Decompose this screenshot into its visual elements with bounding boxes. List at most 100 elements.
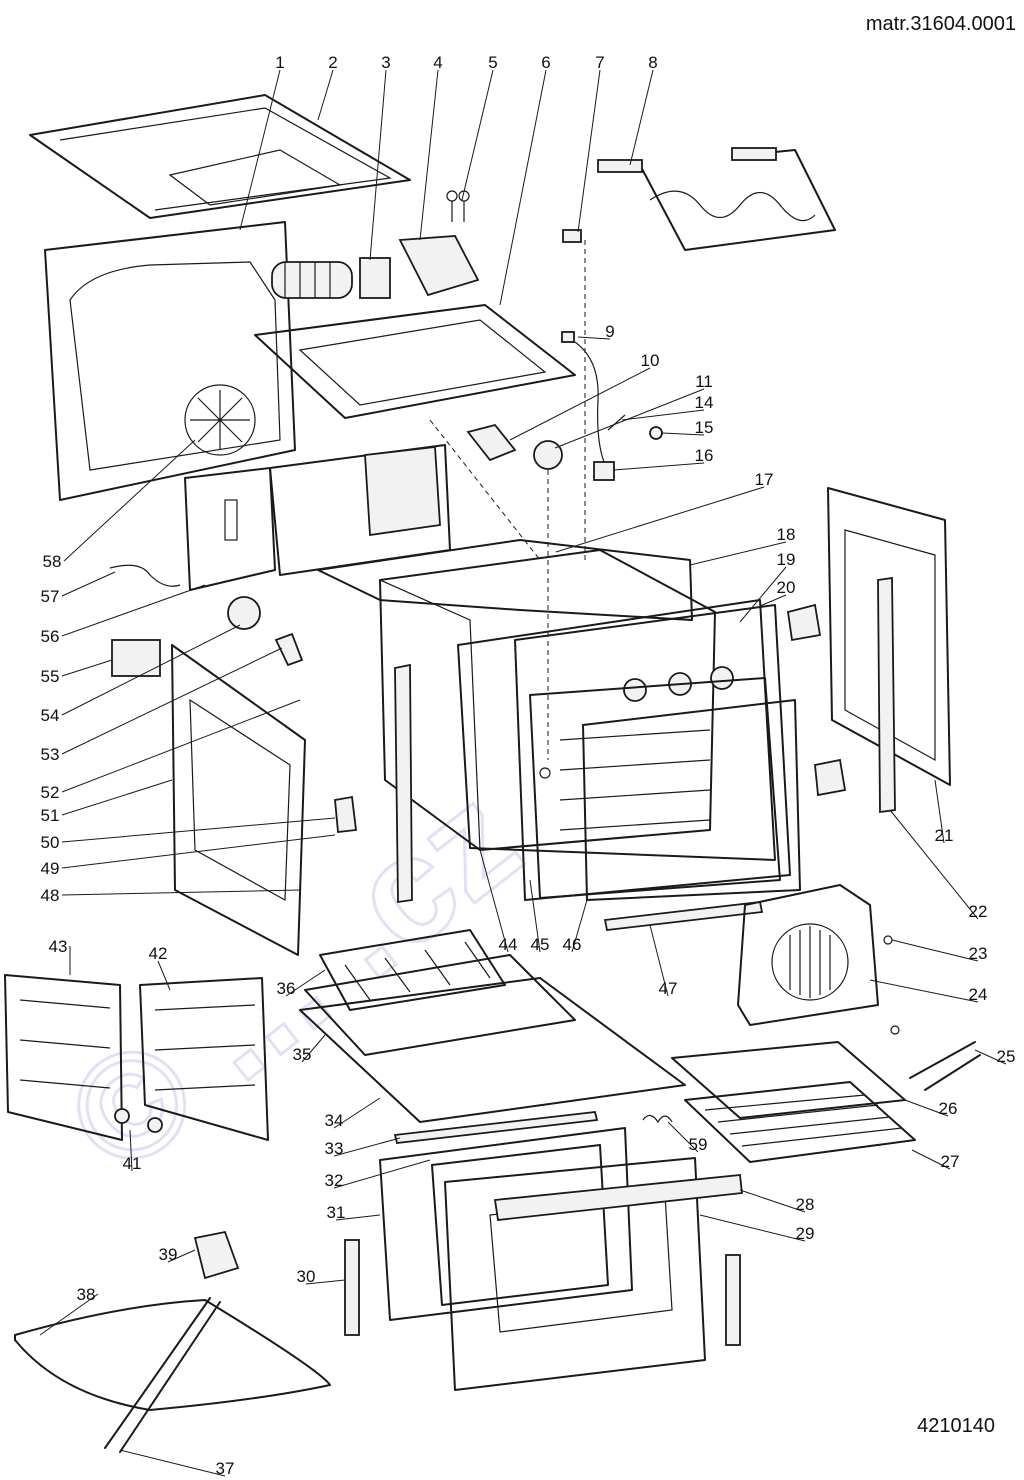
callout-leader-54 [61,624,241,716]
callout-37: 37 [216,1459,235,1478]
callout-leader-41 [129,1129,133,1172]
part-bottom-element-35 [304,954,576,1056]
part-spring-59 [642,1114,673,1124]
part-oven-racks [559,729,711,831]
callout-leader-52 [61,699,301,793]
part-fan-cover [737,884,879,1026]
callout-16: 16 [695,446,714,465]
callout-leader-32 [333,1159,431,1189]
part-bracket-right [786,603,822,642]
part-rail-22 [877,576,896,814]
callout-leader-34 [333,1097,381,1129]
callout-leader-1 [239,69,281,231]
part-side-liner-43 [4,974,123,1141]
callout-46: 46 [563,935,582,954]
callout-54: 54 [41,706,60,725]
callout-leader-6 [499,69,547,306]
callout-leader-4 [419,69,439,241]
callout-leader-42 [157,960,171,991]
callout-56: 56 [41,627,60,646]
callout-4: 4 [433,53,442,72]
part-grid-shelf [684,1081,916,1163]
part-wire-7-9 [574,341,605,463]
callout-leader-39 [167,1249,196,1263]
callout-51: 51 [41,806,60,825]
callout-leader-29 [699,1214,806,1242]
callout-leader-48 [61,889,301,896]
callout-38: 38 [77,1285,96,1304]
part-clip-9 [561,331,575,343]
callout-57: 57 [41,587,60,606]
callout-leader-11 [554,388,705,449]
callout-36: 36 [277,979,296,998]
part-circular-heater-38 [14,1299,331,1411]
part-thermostat-16 [593,461,615,481]
callout-leader-53 [61,647,283,755]
callout-leader-37 [119,1449,226,1477]
footer-code: 4210140 [917,1415,995,1437]
callout-41: 41 [123,1154,142,1173]
callout-leader-35 [301,1034,326,1063]
callout-47: 47 [659,979,678,998]
part-door-29 [444,1157,706,1391]
callout-leader-18 [689,541,787,566]
part-thermostat-39 [193,1230,240,1280]
callout-leader-45 [529,879,541,953]
callout-leader-25 [974,1049,1007,1065]
part-side-liner-42 [139,977,269,1141]
callout-leader-47 [649,924,669,997]
part-foot-41b [147,1117,163,1133]
callout-leader-31 [335,1214,381,1221]
part-screw-23 [883,935,893,945]
part-bracket-right-2 [814,758,847,797]
callout-55: 55 [41,667,60,686]
callout-leader-7 [577,69,601,233]
callout-leader-24 [869,979,979,1003]
callout-52: 52 [41,783,60,802]
callout-leader-8 [629,69,654,166]
part-strip-33 [393,1111,599,1144]
callout-30: 30 [297,1267,316,1286]
callout-7: 7 [595,53,604,72]
part-side-bracket [184,467,276,591]
callout-58: 58 [43,552,62,571]
callout-39: 39 [159,1245,178,1264]
callout-leader-38 [39,1293,99,1336]
part-rod-25 [909,1041,981,1091]
callout-2: 2 [328,53,337,72]
callout-leader-33 [333,1137,401,1157]
part-handle-28 [493,1174,743,1221]
callout-leader-36 [285,969,326,997]
callout-20: 20 [777,578,796,597]
part-rail-44 [394,663,413,904]
callout-35: 35 [293,1045,312,1064]
part-top-cover [29,94,411,219]
callout-25: 25 [997,1047,1016,1066]
callout-42: 42 [149,944,168,963]
callout-leader-22 [889,809,979,920]
callout-leader-20 [759,594,787,607]
part-wire-57 [109,564,181,587]
callout-leader-15 [661,432,705,436]
part-foot-41a [114,1108,130,1124]
part-hinge-30-right [725,1254,741,1346]
callout-11: 11 [695,372,713,391]
callout-34: 34 [325,1111,344,1130]
callout-33: 33 [325,1139,344,1158]
callout-leader-9 [577,336,611,340]
part-bottom-plate-34 [299,977,686,1123]
callout-48: 48 [41,886,60,905]
callout-leader-30 [305,1279,346,1285]
callout-32: 32 [325,1171,344,1190]
part-lamp-11 [533,440,563,470]
callout-leader-3 [369,69,387,261]
part-door-inner-31 [379,1127,633,1321]
callout-18: 18 [777,525,796,544]
callout-27: 27 [941,1152,960,1171]
header-code: matr.31604.0001 [866,13,1016,35]
callout-8: 8 [648,53,657,72]
part-bulb-15 [649,426,663,440]
callout-leader-2 [317,69,334,121]
callout-leader-10 [509,367,651,441]
